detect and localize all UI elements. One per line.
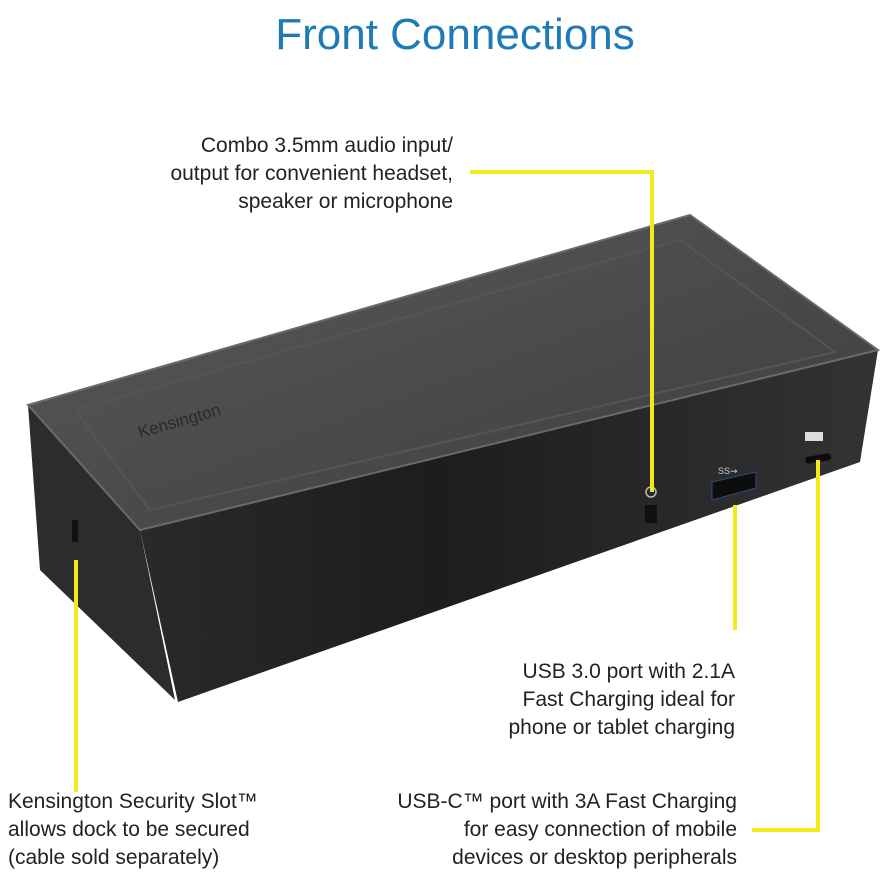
usb3-callout: USB 3.0 port with 2.1A Fast Charging ide… (509, 658, 736, 742)
usb3-port (711, 471, 757, 501)
security-callout-line-3: (cable sold separately) (8, 846, 220, 869)
security-slot (72, 520, 78, 542)
dock-left-side (28, 405, 175, 700)
usb3-callout-line-3: phone or tablet charging (508, 716, 736, 739)
security-callout-line-1: Kensington Security Slot™ (8, 790, 258, 813)
usbc-callout-line (752, 460, 820, 832)
usbc-callout-line-2: for easy connection of mobile (463, 818, 737, 841)
page-title: Front Connections (275, 10, 635, 59)
dock-top-face (26, 213, 881, 532)
dock-top-inset (73, 238, 838, 512)
usbc-callout-line-3: devices or desktop peripherals (452, 846, 737, 869)
usbc-logo-icon (805, 432, 823, 441)
usb3-callout-line-2: Fast Charging ideal for (522, 688, 735, 711)
security-callout: Kensington Security Slot™ allows dock to… (8, 788, 258, 872)
usbc-port (805, 453, 832, 464)
usb3-callout-line-1: USB 3.0 port with 2.1A (522, 660, 735, 683)
dock-front-face (140, 350, 878, 702)
usb3-logo-icon: SS⇝ (718, 466, 738, 476)
audio-callout-line-2: output for convenient headset, (170, 162, 453, 185)
audio-callout-line (470, 170, 654, 492)
usbc-callout: USB-C™ port with 3A Fast Charging for ea… (397, 788, 737, 872)
security-callout-line-2: allows dock to be secured (8, 818, 250, 841)
audio-callout-line-3: speaker or microphone (238, 190, 453, 213)
usbc-callout-line-1: USB-C™ port with 3A Fast Charging (397, 790, 737, 813)
callout-lines (74, 170, 820, 832)
audio-callout: Combo 3.5mm audio input/ output for conv… (170, 132, 453, 216)
audio-jack (645, 505, 657, 523)
audio-callout-line-1: Combo 3.5mm audio input/ (200, 134, 453, 157)
